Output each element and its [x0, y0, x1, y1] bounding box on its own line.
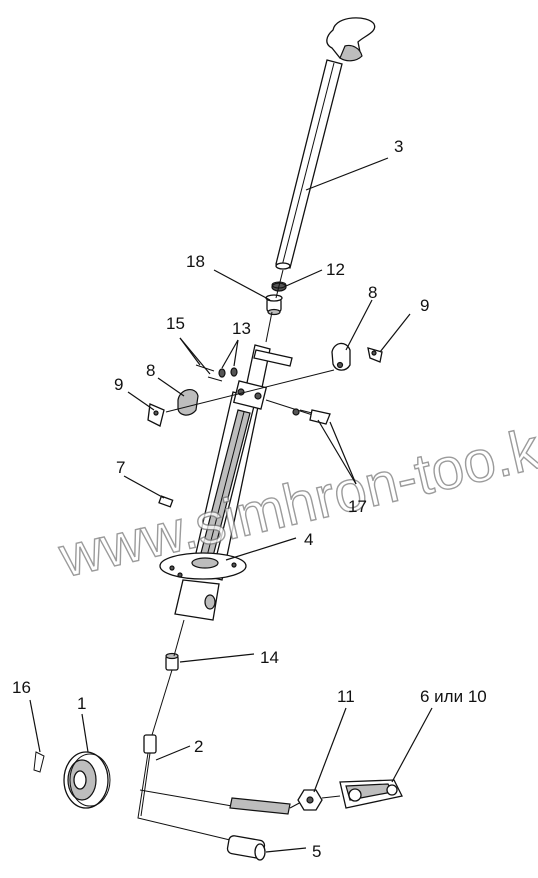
- callout-labels: 3 18 12 8 9 15 13 9 8 7 17 4 14 16 1 11 …: [12, 137, 487, 861]
- part-18-bushing: [265, 294, 283, 316]
- part-9-left-clip: [147, 403, 165, 427]
- part-14-bushing: [165, 652, 179, 671]
- part-17-shafts: [165, 369, 335, 425]
- part-8-right-lever: [331, 342, 351, 371]
- callout-16: 16: [12, 678, 31, 697]
- callout-3: 3: [394, 137, 403, 156]
- part-2-cable: [137, 669, 233, 841]
- callout-5: 5: [312, 842, 321, 861]
- part-4-column-tube: [159, 344, 293, 621]
- callout-17: 17: [348, 497, 367, 516]
- part-13-washers: [218, 367, 238, 378]
- part-11-nut: [297, 789, 323, 811]
- watermark-text: www.simhron-too.kz: [53, 410, 538, 590]
- callout-6-or-10: 6 или 10: [420, 687, 487, 706]
- part-6-or-10-fork: [321, 779, 403, 809]
- callout-9-left: 9: [114, 375, 123, 394]
- leader-lines: [29, 157, 433, 853]
- callout-11: 11: [337, 687, 355, 706]
- callout-14: 14: [260, 648, 279, 667]
- part-9-right-clip: [367, 347, 383, 363]
- callout-13: 13: [232, 319, 251, 338]
- part-7-pin: [158, 495, 174, 508]
- callout-7: 7: [116, 458, 125, 477]
- callout-4: 4: [304, 530, 313, 549]
- part-1-pulley: [63, 751, 111, 809]
- callout-8-right: 8: [368, 283, 377, 302]
- callout-9-right: 9: [420, 296, 429, 315]
- callout-2: 2: [194, 737, 203, 756]
- callout-8-left: 8: [146, 361, 155, 380]
- part-3-lever-rod: [275, 17, 376, 270]
- part-5-cable-end: [226, 835, 266, 861]
- callout-1: 1: [77, 694, 86, 713]
- cable-sleeve: [229, 797, 306, 815]
- part-16-clip: [33, 751, 45, 773]
- callout-12: 12: [326, 260, 345, 279]
- callout-15: 15: [166, 314, 185, 333]
- callout-18: 18: [186, 252, 205, 271]
